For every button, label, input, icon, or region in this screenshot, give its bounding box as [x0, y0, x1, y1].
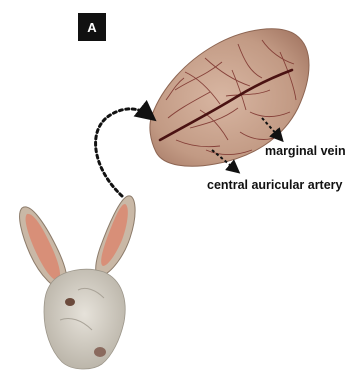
- rabbit-nose: [94, 347, 106, 357]
- rabbit-eye: [65, 298, 75, 306]
- rabbit: [20, 196, 136, 369]
- dotted-arrow: [96, 109, 150, 196]
- rabbit-head: [44, 269, 125, 369]
- marginal-vein-label: marginal vein: [265, 144, 346, 158]
- central-auricular-artery-label: central auricular artery: [207, 178, 343, 192]
- panel-label: A: [78, 13, 106, 41]
